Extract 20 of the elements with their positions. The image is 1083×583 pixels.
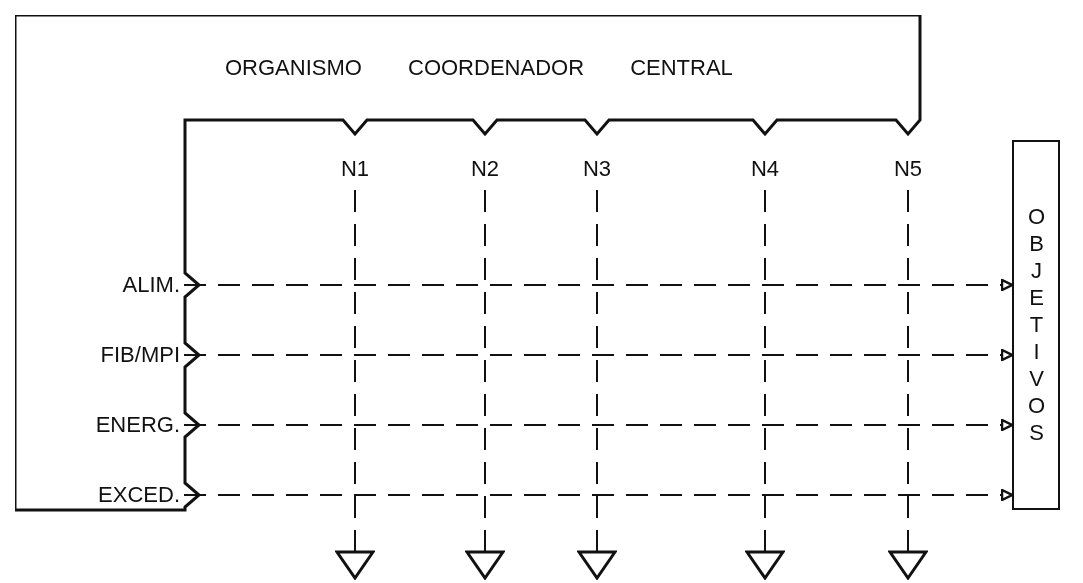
arrow <box>183 418 1014 432</box>
arrow <box>183 488 1014 502</box>
column-label: N2 <box>470 156 500 182</box>
heading-text: ORGANISMO COORDENADOR CENTRAL <box>225 55 733 81</box>
objectives-box: OBJETIVOS <box>1012 140 1060 510</box>
arrow <box>465 189 505 580</box>
arrow <box>183 278 1014 292</box>
column-label: N1 <box>340 156 370 182</box>
row-label: ENERG. <box>95 412 180 438</box>
arrow <box>335 189 375 580</box>
arrow <box>745 189 785 580</box>
arrow <box>577 189 617 580</box>
column-label: N4 <box>750 156 780 182</box>
row-label: EXCED. <box>98 482 180 508</box>
arrow <box>888 189 928 580</box>
column-label: N3 <box>582 156 612 182</box>
column-label: N5 <box>893 156 923 182</box>
row-label: ALIM. <box>122 272 180 298</box>
arrow <box>183 348 1014 362</box>
row-label: FIB/MPI <box>100 342 180 368</box>
